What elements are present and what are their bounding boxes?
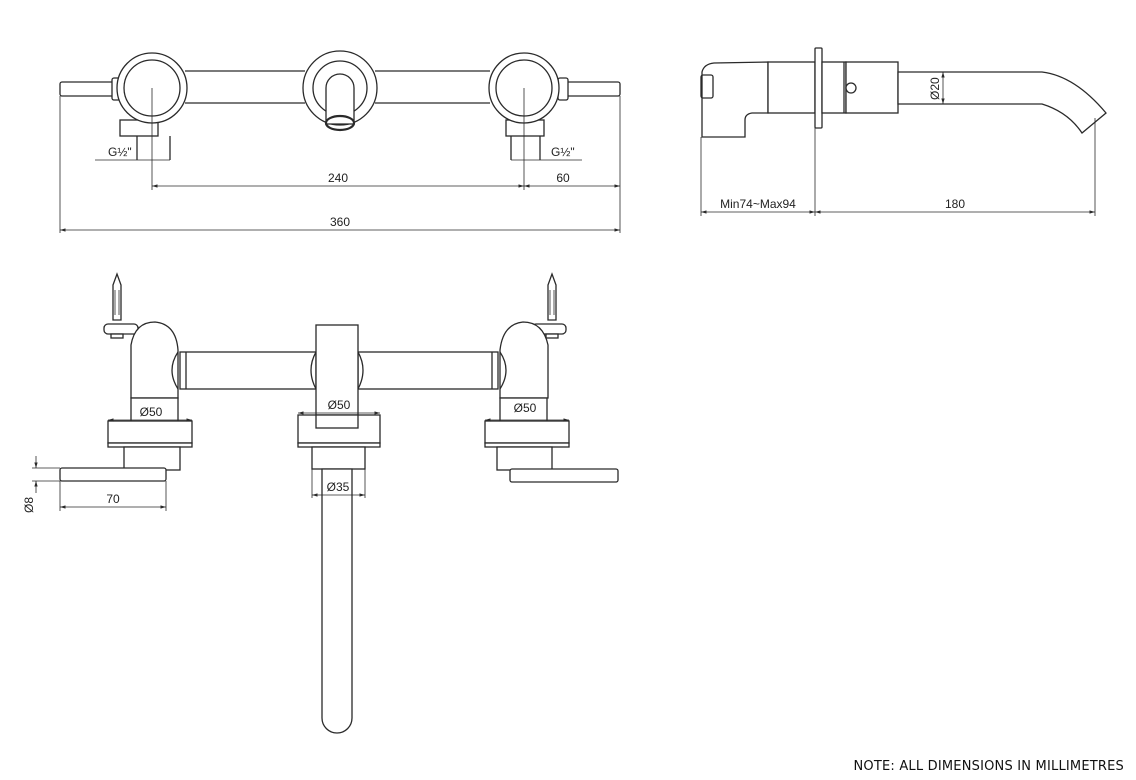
dim-lever-diameter: Ø8 xyxy=(22,497,36,513)
dim-wall-depth: Min74~Max94 xyxy=(720,197,796,211)
thread-label-left: G½" xyxy=(108,145,132,159)
dim-60: 60 xyxy=(556,171,570,185)
side-view: Ø20 Min74~Max94 180 xyxy=(700,47,1107,216)
dim-right-body: Ø50 xyxy=(514,401,537,415)
dim-360: 360 xyxy=(330,215,350,229)
dim-spout-reach: 180 xyxy=(945,197,965,211)
plan-view: Ø50 Ø50 Ø50 Ø35 70 Ø8 xyxy=(22,272,619,734)
spout-plan xyxy=(321,468,353,734)
dim-left-body: Ø50 xyxy=(140,405,163,419)
left-lever-plan xyxy=(59,467,167,482)
dim-spout-base: Ø35 xyxy=(327,480,350,494)
dim-centre-body: Ø50 xyxy=(328,398,351,412)
thread-label-right: G½" xyxy=(551,145,575,159)
dimensions-note: NOTE: ALL DIMENSIONS IN MILLIMETRES xyxy=(853,759,1124,774)
left-wall-screw xyxy=(103,272,139,339)
dim-240: 240 xyxy=(328,171,348,185)
dim-lever-length: 70 xyxy=(106,492,120,506)
right-lever-plan xyxy=(509,468,619,483)
dim-spout-diameter: Ø20 xyxy=(928,77,942,100)
front-view: G½" G½" 240 60 360 xyxy=(59,50,621,233)
spout xyxy=(897,71,1107,134)
